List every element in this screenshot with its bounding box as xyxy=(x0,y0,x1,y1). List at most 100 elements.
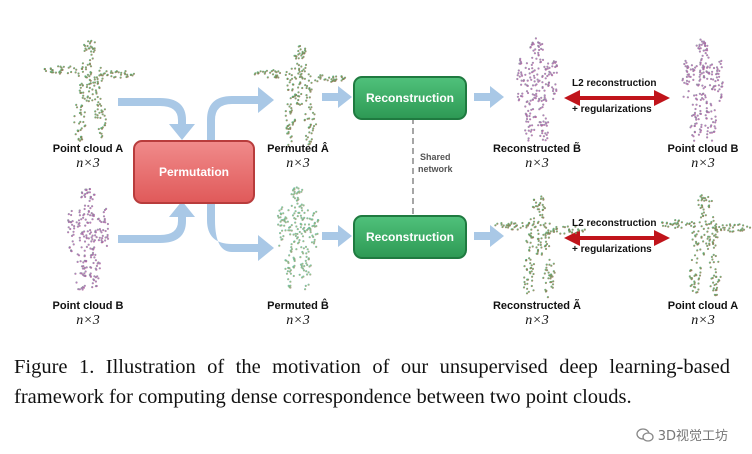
point xyxy=(81,70,84,73)
point xyxy=(530,134,533,137)
point xyxy=(78,224,81,227)
point xyxy=(290,74,293,77)
point xyxy=(538,89,541,92)
point xyxy=(298,67,301,70)
point xyxy=(519,62,522,65)
point xyxy=(294,232,297,235)
point xyxy=(715,293,719,296)
point xyxy=(699,216,703,219)
point xyxy=(113,76,116,79)
point xyxy=(703,233,706,236)
point xyxy=(529,258,532,261)
point xyxy=(90,236,93,239)
point xyxy=(547,73,551,76)
point xyxy=(528,103,531,106)
point xyxy=(94,116,97,119)
point xyxy=(696,243,699,246)
point xyxy=(708,222,711,226)
point xyxy=(547,277,550,280)
point xyxy=(710,131,714,134)
point xyxy=(546,67,549,70)
point xyxy=(516,228,519,231)
point xyxy=(98,69,101,72)
point xyxy=(306,209,309,212)
point xyxy=(297,187,300,190)
point xyxy=(528,114,531,118)
point xyxy=(261,70,265,73)
point xyxy=(525,259,528,262)
point xyxy=(270,70,273,73)
point xyxy=(698,71,702,74)
point xyxy=(721,224,724,227)
point xyxy=(529,112,532,115)
point xyxy=(278,209,281,212)
point xyxy=(539,197,543,200)
point xyxy=(528,257,531,260)
point xyxy=(494,224,497,227)
point xyxy=(544,77,547,80)
point xyxy=(297,49,300,53)
point xyxy=(665,222,668,225)
point xyxy=(91,88,94,91)
point xyxy=(277,223,280,226)
point xyxy=(296,232,299,236)
point xyxy=(86,191,90,194)
point xyxy=(728,223,732,226)
point xyxy=(704,96,707,99)
point xyxy=(532,289,535,292)
point xyxy=(520,79,523,82)
point xyxy=(88,75,91,78)
point xyxy=(99,66,102,69)
label-point-cloud-b-right: Point cloud B xyxy=(667,143,739,155)
point xyxy=(699,248,702,251)
point xyxy=(300,216,303,219)
point xyxy=(75,106,79,109)
point xyxy=(308,131,311,134)
point xyxy=(519,226,522,229)
point xyxy=(306,263,309,267)
point xyxy=(712,226,715,229)
point xyxy=(698,128,702,131)
point xyxy=(532,49,535,52)
point xyxy=(80,195,83,198)
point xyxy=(542,98,545,102)
point xyxy=(297,91,300,94)
point xyxy=(305,84,309,88)
point xyxy=(512,222,516,225)
point xyxy=(543,225,546,228)
point xyxy=(706,247,710,250)
point xyxy=(690,220,693,224)
point xyxy=(60,68,63,72)
point xyxy=(78,239,81,242)
point xyxy=(342,77,345,81)
point xyxy=(87,237,90,240)
point xyxy=(714,229,717,232)
point xyxy=(316,80,319,83)
point xyxy=(727,229,730,232)
point xyxy=(529,45,532,49)
figure-caption: Figure 1. Illustration of the motivation… xyxy=(14,356,730,408)
point xyxy=(294,67,297,70)
point xyxy=(117,71,120,74)
point xyxy=(87,90,91,93)
point xyxy=(69,221,73,224)
point xyxy=(282,235,285,238)
point xyxy=(86,96,89,99)
point xyxy=(284,73,287,76)
point xyxy=(543,272,546,275)
point xyxy=(544,236,547,239)
dim-point-cloud-a-right: n×3 xyxy=(691,313,715,328)
point xyxy=(311,111,315,114)
point xyxy=(732,230,735,233)
point xyxy=(91,57,94,60)
point xyxy=(289,79,292,82)
point xyxy=(303,211,306,214)
point xyxy=(526,84,529,87)
point xyxy=(702,42,705,45)
point xyxy=(76,225,79,228)
dim-permuted-b: n×3 xyxy=(286,313,310,328)
point xyxy=(70,234,74,237)
point xyxy=(699,195,702,198)
point xyxy=(544,247,548,250)
point xyxy=(543,94,546,97)
